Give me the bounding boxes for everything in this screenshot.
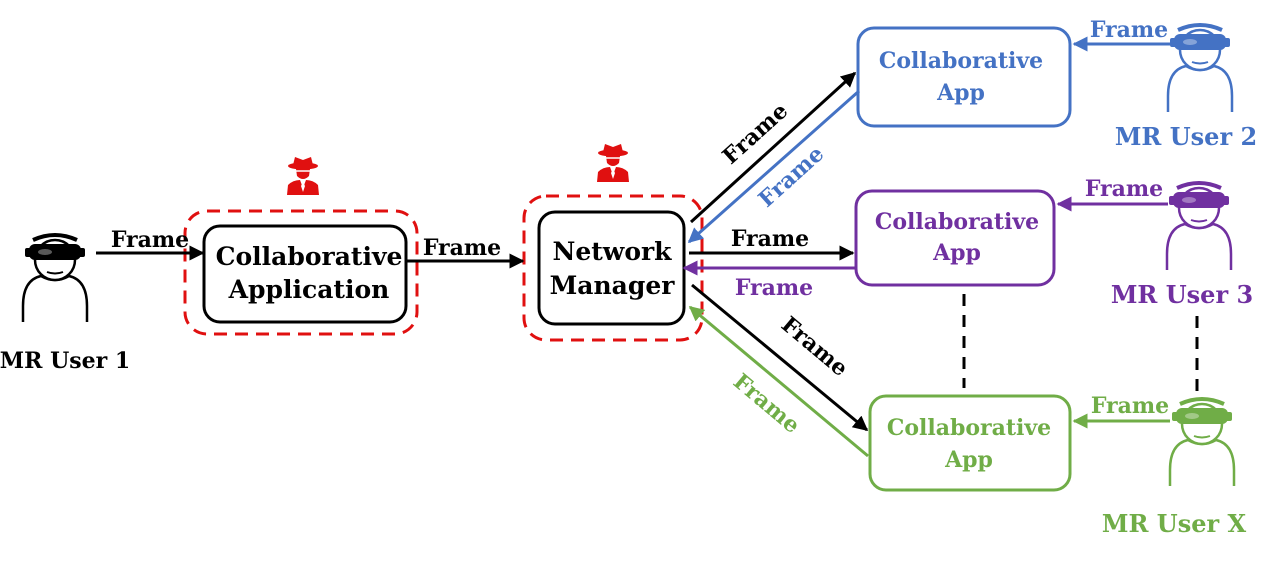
frame-label-user3: Frame xyxy=(1085,176,1163,202)
network-manager-box xyxy=(537,210,686,326)
mr-user-3: MR User 3 xyxy=(1111,181,1253,309)
mr-user-1: MR User 1 xyxy=(0,233,130,374)
mr-user-x-label: MR User X xyxy=(1102,509,1247,538)
arrow-blue-app-to-network xyxy=(687,89,860,244)
frame-label-green-to-network: Frame xyxy=(728,368,805,438)
collaborative-app-box-purple xyxy=(854,189,1056,287)
mr-user-2: MR User 2 xyxy=(1115,23,1257,151)
collaborative-application-label-line1: Collaborative xyxy=(216,242,403,271)
spy-icon xyxy=(596,143,630,183)
collaborative-app-blue-line2: App xyxy=(936,80,985,106)
vr-headset-user-icon xyxy=(1168,397,1236,488)
mr-user-2-label: MR User 2 xyxy=(1115,122,1257,151)
vr-headset-user-icon xyxy=(21,233,89,324)
frame-label-purple-to-network: Frame xyxy=(735,275,813,301)
vr-headset-user-icon xyxy=(1166,23,1234,114)
collaborative-app-purple-line2: App xyxy=(932,240,981,266)
frame-label-network-to-purple: Frame xyxy=(731,226,809,252)
arrow-network-to-green-app xyxy=(691,283,869,432)
collaborative-app-blue-line1: Collaborative xyxy=(879,48,1043,74)
collaborative-app-green-line1: Collaborative xyxy=(887,415,1051,441)
arrow-green-app-to-network xyxy=(688,305,869,458)
collaborative-app-box-blue xyxy=(856,26,1072,128)
frame-label-user1: Frame xyxy=(111,227,189,253)
collaborative-application-label-line2: Application xyxy=(228,275,390,304)
mr-user-x: MR User X xyxy=(1102,397,1247,538)
attack-zone-application xyxy=(183,209,419,336)
collaborative-application-box xyxy=(202,224,408,324)
arrow-network-to-blue-app xyxy=(689,71,857,224)
collaborative-app-purple-line1: Collaborative xyxy=(875,209,1039,235)
mr-user-1-label: MR User 1 xyxy=(0,348,130,374)
mr-user-3-label: MR User 3 xyxy=(1111,280,1253,309)
frame-label-userx: Frame xyxy=(1091,393,1169,419)
collaborative-app-green-line2: App xyxy=(944,447,993,473)
frame-label-network-to-green: Frame xyxy=(776,311,853,381)
frame-label-user2: Frame xyxy=(1090,17,1168,43)
spy-icon xyxy=(286,156,320,196)
frame-label-application: Frame xyxy=(423,235,501,261)
vr-headset-user-icon xyxy=(1165,181,1233,272)
network-manager-label-line1: Network xyxy=(553,237,673,266)
collaborative-app-box-green xyxy=(868,394,1072,492)
network-manager-label-line2: Manager xyxy=(550,271,676,300)
